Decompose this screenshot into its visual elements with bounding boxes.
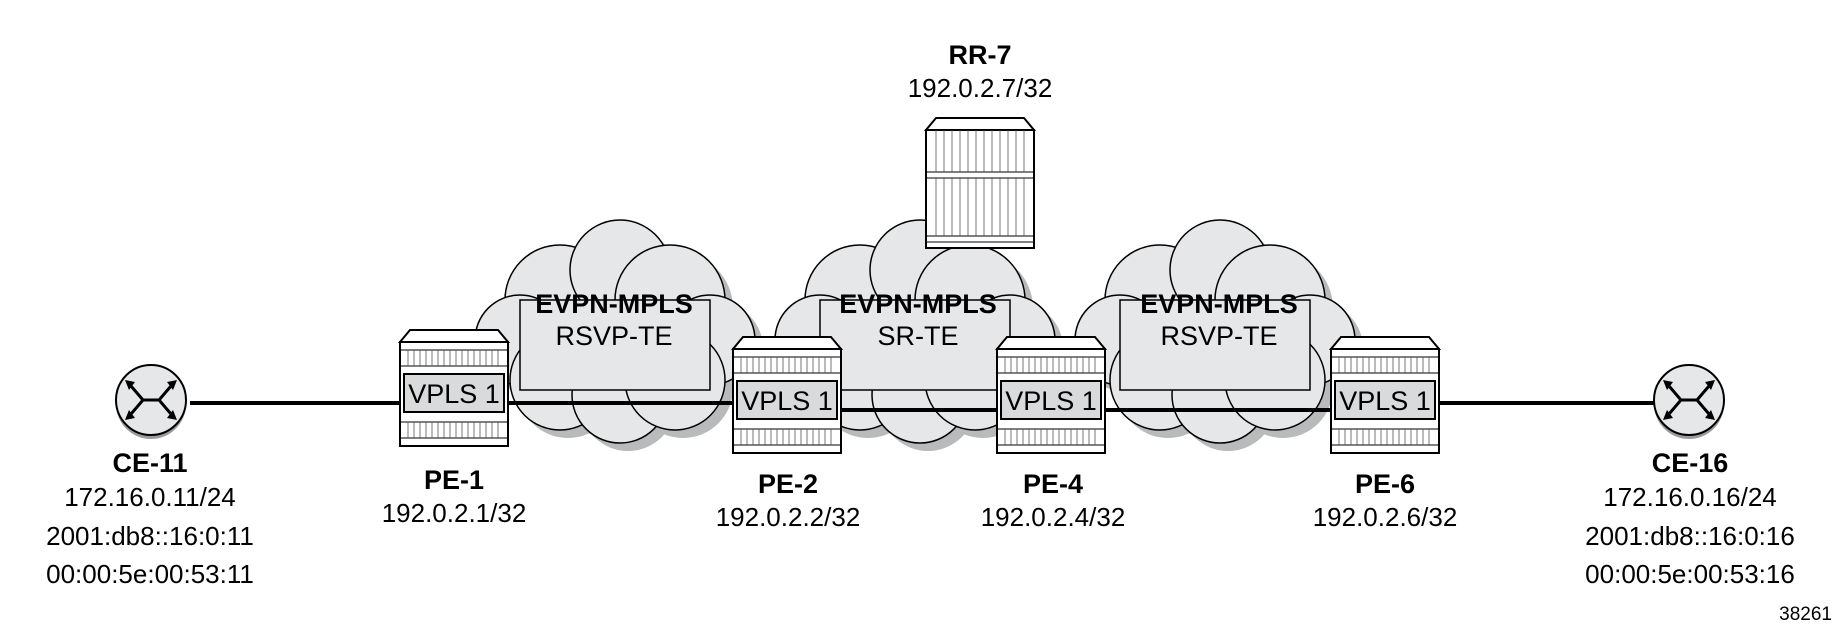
ce-16-ipv6: 2001:db8::16:0:16	[1585, 521, 1795, 551]
pe-1-name: PE-1	[424, 465, 484, 495]
ce-11-mac: 00:00:5e:00:53:11	[46, 559, 254, 589]
pe-4-address: 192.0.2.4/32	[981, 502, 1126, 532]
pe-6-address: 192.0.2.6/32	[1313, 502, 1458, 532]
router-pe-6: VPLS 1	[1330, 336, 1440, 454]
pe-1-address: 192.0.2.1/32	[382, 498, 527, 528]
router-pe-4: VPLS 1	[996, 336, 1106, 454]
pe-2-service: VPLS 1	[741, 386, 833, 416]
figure-id: 38261	[1779, 604, 1832, 625]
pe-2-address: 192.0.2.2/32	[716, 502, 861, 532]
cloud-2-subtitle: SR-TE	[878, 321, 959, 351]
ce-16-ipv4: 172.16.0.16/24	[1603, 482, 1777, 512]
pe-2-name: PE-2	[758, 469, 818, 499]
pe-1-service: VPLS 1	[408, 379, 500, 409]
cloud-1-subtitle: RSVP-TE	[555, 321, 672, 351]
ce-11-ipv4: 172.16.0.11/24	[64, 482, 236, 512]
router-pe-2: VPLS 1	[732, 336, 842, 454]
pe-6-service: VPLS 1	[1339, 386, 1431, 416]
router-rr-7	[923, 117, 1037, 249]
links	[190, 401, 1655, 412]
rr-7-address: 192.0.2.7/32	[908, 73, 1053, 103]
router-pe-1: VPLS 1	[399, 329, 509, 447]
ce-16-mac: 00:00:5e:00:53:16	[1585, 559, 1795, 589]
ce-16-name: CE-16	[1652, 448, 1729, 478]
cloud-3-subtitle: RSVP-TE	[1160, 321, 1277, 351]
cloud-2-title: EVPN-MPLS	[839, 289, 997, 319]
pe-6-name: PE-6	[1355, 469, 1415, 499]
ce-11-switch-icon	[114, 363, 188, 441]
cloud-3-title: EVPN-MPLS	[1140, 289, 1298, 319]
pe-4-name: PE-4	[1023, 469, 1083, 499]
ce-11-ipv6: 2001:db8::16:0:11	[46, 521, 254, 551]
rr-7-name: RR-7	[948, 40, 1011, 70]
ce-16-switch-icon	[1652, 363, 1726, 441]
ce-11-name: CE-11	[112, 448, 187, 478]
pe-4-service: VPLS 1	[1005, 386, 1097, 416]
cloud-1-title: EVPN-MPLS	[535, 289, 693, 319]
